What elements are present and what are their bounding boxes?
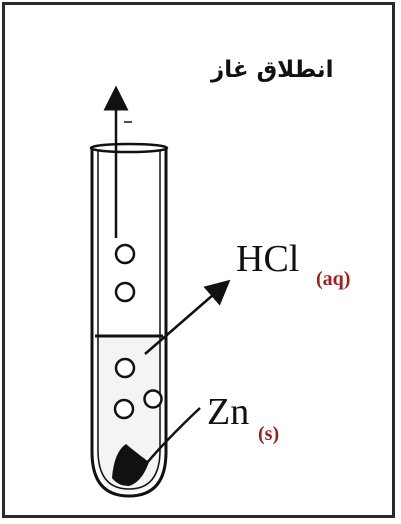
zinc-solid xyxy=(112,444,149,486)
diagram-frame xyxy=(2,2,395,518)
gas-bubble xyxy=(113,398,135,420)
gas-bubble xyxy=(114,357,136,379)
test-tube-outer-wall xyxy=(90,148,168,498)
metal-state-label: (s) xyxy=(258,423,279,445)
gas-release-label: انطلاق غاز xyxy=(210,57,334,83)
zinc-leader-line xyxy=(145,407,201,465)
gas-bubble xyxy=(114,243,136,265)
test-tube-rim xyxy=(89,142,169,154)
gas-bubble xyxy=(114,281,136,303)
test-tube xyxy=(89,142,169,498)
acid-pointer-arrow xyxy=(144,279,231,355)
test-tube-inner-wall xyxy=(97,150,161,490)
gas-bubble xyxy=(143,389,163,409)
acid-state-label: (aq) xyxy=(316,268,350,290)
metal-symbol-label: Zn xyxy=(207,391,249,433)
acid-formula-label: HCl xyxy=(236,238,299,280)
